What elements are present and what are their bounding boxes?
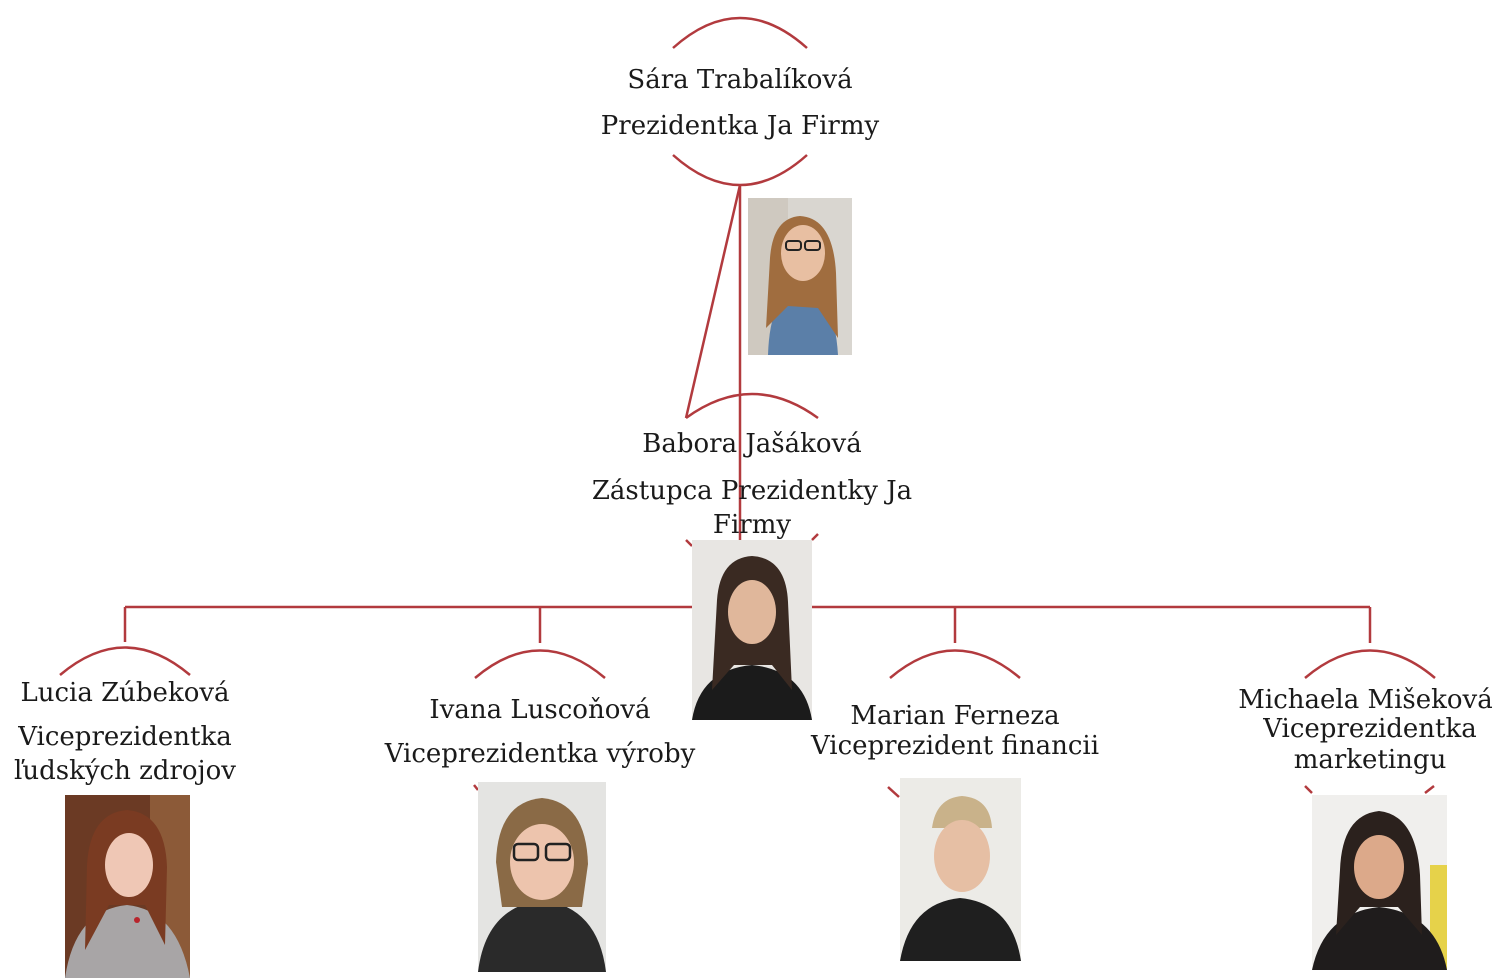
marketing-name: Michaela Mišeková [1238,685,1493,715]
hr-name: Lucia Zúbeková [20,678,230,708]
finance-name: Marian Ferneza [850,701,1060,731]
president-name: Sára Trabalíková [627,65,853,95]
deputy-role: Zástupca Prezidentky Ja Firmy [591,476,913,540]
finance-role: Viceprezident financii [810,731,1100,761]
finance-photo-icon [900,778,1021,961]
marketing-photo-icon [1312,795,1447,970]
deputy-photo-icon [692,540,812,720]
hr-photo-icon [65,795,190,978]
production-photo-icon [478,782,606,972]
marketing-role: Viceprezidentka marketingu [1263,714,1477,775]
president-photo-icon [748,198,852,355]
hr-role: Viceprezidentka ľudských zdrojov [14,722,236,786]
deputy-name: Babora Jašáková [642,429,862,459]
production-role: Viceprezidentka výroby [384,739,696,769]
president-role: Prezidentka Ja Firmy [600,111,880,141]
production-name: Ivana Luscoňová [429,695,651,725]
